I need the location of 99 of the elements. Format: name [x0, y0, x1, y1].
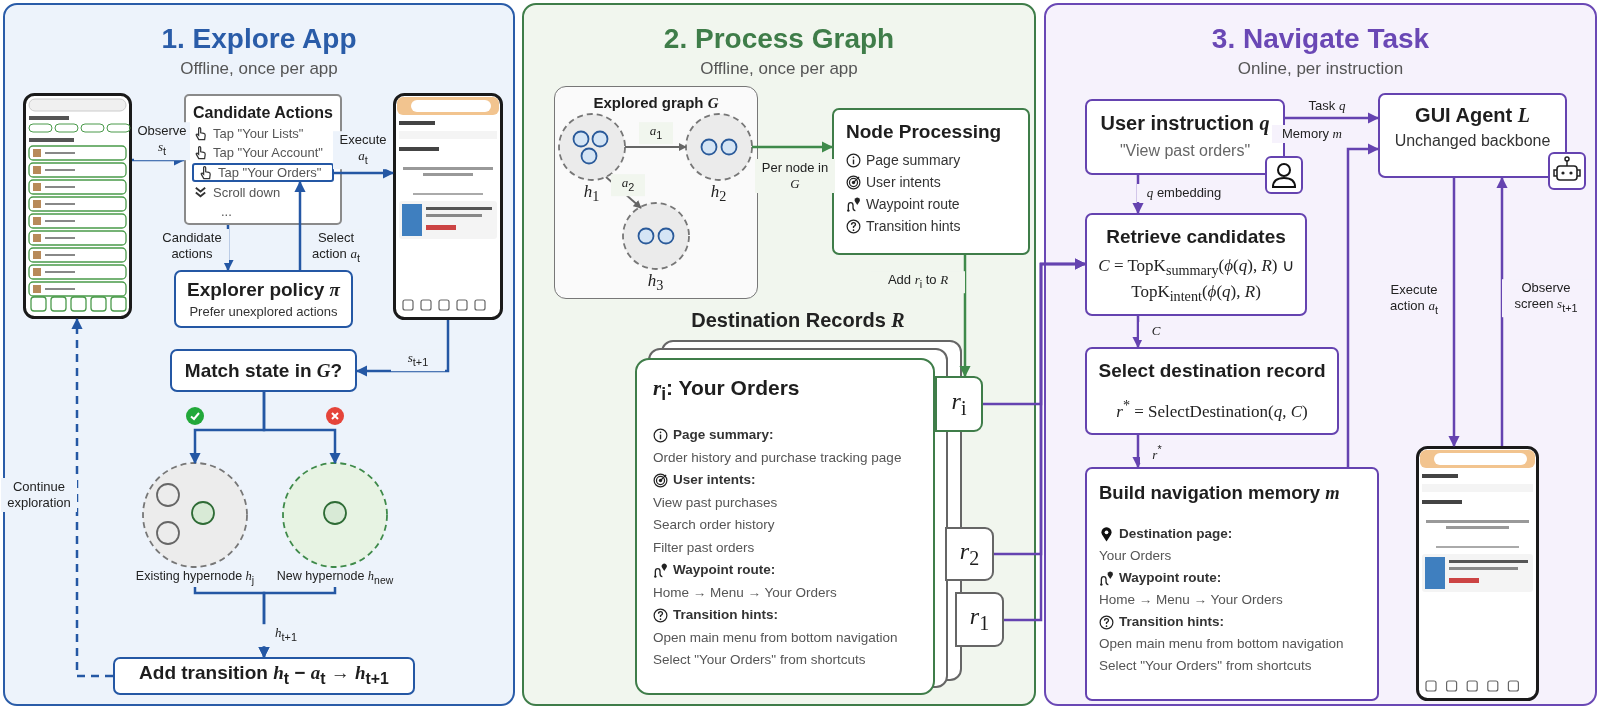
box-text: "View past orders" — [1119, 141, 1251, 161]
formula: r$^{*}$ = SelectDestination(q, C) — [1116, 396, 1308, 422]
box-heading: GUI Agent L — [1415, 103, 1530, 127]
box-heading: Add transition h$_{t}$ − a$_{t}$ → h$_{t+1}$ — [139, 661, 389, 689]
box-text: Transition hints — [866, 217, 961, 236]
dashed-arrow — [71, 317, 113, 678]
edge-label: Observe s$_{t}$ — [134, 122, 190, 160]
box-heading: Select destination record — [1098, 359, 1326, 383]
arrow — [624, 142, 687, 152]
selected-action-box — [192, 163, 334, 182]
box-heading: Node Processing — [846, 120, 1003, 144]
box-text: Filter past orders — [653, 538, 756, 557]
box-text: Page summary: — [673, 426, 774, 445]
box-heading: r$_{1}$ — [969, 604, 990, 635]
box-heading: r$_{i}$ — [951, 388, 967, 420]
arrow — [262, 392, 341, 465]
box-text: Page summary — [866, 151, 961, 170]
box-text: Transition hints: — [1119, 613, 1224, 631]
panel-title: 3. Navigate Task — [1210, 23, 1431, 55]
arrow — [294, 180, 306, 270]
panel-background — [522, 3, 1036, 706]
panel-subtitle: Offline, once per app — [179, 59, 339, 79]
graph-panel — [554, 86, 758, 299]
box-text: Select "Your Orders" from shortcuts — [653, 651, 867, 670]
arrow — [605, 176, 642, 209]
edge-label: a$_{1}$ — [639, 122, 673, 144]
box-text: Waypoint route: — [1119, 569, 1222, 587]
panel-background — [3, 3, 515, 706]
box-heading: r$_{i}$: Your Orders — [653, 375, 801, 407]
panel-subtitle: Offline, once per app — [699, 59, 859, 79]
process-box — [113, 657, 415, 695]
box-heading: r$_{2}$ — [959, 538, 980, 570]
box-text: Home → Menu → Your Orders — [653, 583, 838, 602]
arrow — [1285, 112, 1380, 124]
decision-box — [170, 349, 357, 392]
box-text: Tap "Your Account" — [213, 144, 323, 162]
box-heading: Retrieve candidates — [1106, 225, 1286, 249]
arrow — [1004, 258, 1087, 622]
arrow — [334, 167, 395, 179]
arrow — [355, 320, 450, 377]
box-text: Search order history — [653, 516, 776, 535]
box-heading: Candidate Actions — [193, 103, 334, 123]
arrow — [1496, 176, 1508, 446]
edge-label: Per node in G — [755, 159, 835, 193]
panel-title: 2. Process Graph — [662, 23, 896, 55]
input-box — [1085, 99, 1285, 175]
box-text: Tap "Your Lists" — [213, 125, 304, 143]
node-caption: h$_{2}$ — [709, 181, 728, 205]
formula: C = TopK$_{summary}$(ϕ(q), R) ∪ TopK$_{intent}$(ϕ(q), R) — [1097, 255, 1295, 307]
box-text: User intents — [866, 173, 941, 192]
box-heading: User instruction q — [1100, 111, 1270, 135]
process-box — [832, 108, 1030, 255]
arrow — [222, 225, 234, 272]
panel-title: 1. Explore App — [160, 23, 358, 55]
process-box — [1085, 213, 1307, 316]
node-caption: New hypernode h$_{new}$ — [275, 569, 395, 586]
box-text: Open main menu from bottom navigation — [653, 628, 899, 647]
actions-box — [184, 94, 342, 225]
arrow — [1132, 316, 1144, 349]
box-text: Tap "Your Orders" — [218, 163, 322, 182]
box-text: Destination page: — [1119, 525, 1233, 543]
box-text: Waypoint route — [866, 195, 960, 214]
record-tab — [945, 527, 994, 581]
arrow — [1448, 178, 1460, 448]
process-box — [1085, 347, 1339, 435]
arrow — [752, 141, 834, 153]
box-text: Scroll down — [213, 184, 281, 202]
box-text: ... — [220, 203, 233, 221]
process-box — [174, 270, 353, 328]
record-tab — [935, 376, 983, 432]
edge-label: Continue exploration — [1, 478, 77, 512]
box-text: Transition hints: — [673, 606, 778, 625]
box-text: Select "Your Orders" from shortcuts — [1099, 657, 1313, 675]
edge-label: a$_{2}$ — [611, 174, 645, 196]
box-text: View past purchases — [653, 493, 779, 512]
box-text: Prefer unexplored actions — [189, 303, 338, 321]
section-heading: Destination Records R — [690, 311, 906, 329]
box-text: User intents: — [673, 471, 756, 490]
box-text: Waypoint route: — [673, 561, 776, 580]
box-heading: Build navigation memory m — [1099, 481, 1341, 505]
process-box — [1085, 467, 1379, 701]
arrow — [1132, 175, 1144, 215]
box-heading: Explorer policy π — [187, 278, 340, 302]
box-text: Home → Menu → Your Orders — [1099, 591, 1284, 609]
panel-background — [1044, 3, 1597, 706]
box-text: Unchanged backbone — [1394, 131, 1551, 151]
node-caption: h$_{3}$ — [646, 270, 665, 294]
record-tab — [955, 592, 1004, 647]
box-text: Order history and purchase tracking page — [653, 448, 903, 467]
box-heading: Match state in G? — [184, 358, 343, 383]
node-caption: Existing hypernode h$_{j}$ — [134, 569, 256, 586]
arrow — [1346, 143, 1380, 467]
arrow — [959, 255, 971, 378]
box-text: Your Orders — [1099, 547, 1173, 565]
record-card — [635, 358, 935, 695]
box-text: Open main menu from bottom navigation — [1099, 635, 1345, 653]
panel-subtitle: Online, per instruction — [1236, 59, 1405, 79]
box-heading: Explored graph G — [593, 93, 719, 113]
agent-box — [1378, 93, 1567, 178]
